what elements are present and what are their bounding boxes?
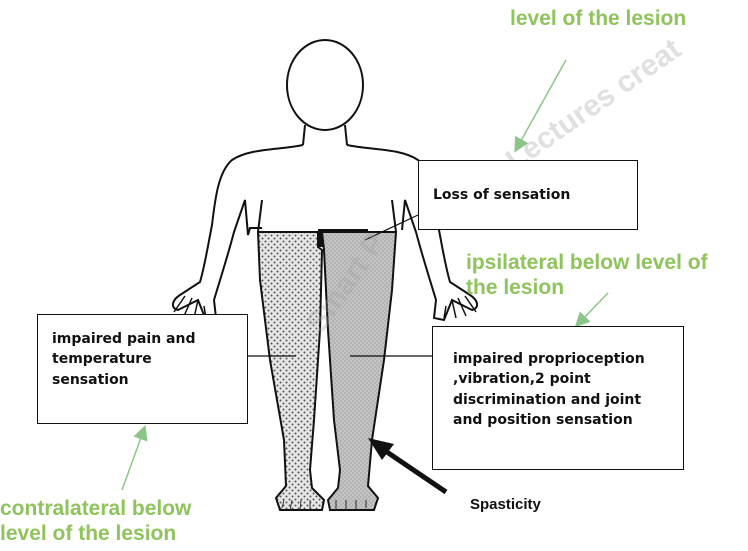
pain-box-line2: temperature: [52, 349, 247, 369]
impaired-proprioception-box: impaired proprioception ,vibration,2 poi…: [432, 326, 684, 470]
pain-box-line3: sensation: [52, 370, 247, 390]
green-arrow-contra: [122, 432, 143, 490]
prop-box-line2: ,vibration,2 point: [453, 369, 683, 389]
impaired-pain-box: impaired pain and temperature sensation: [37, 314, 248, 424]
green-label-contra-line2: level of the lesion: [0, 521, 191, 546]
stippled-leg: [258, 232, 324, 510]
spasticity-label: Spasticity: [470, 496, 541, 513]
green-label-contralateral: contralateral below level of the lesion: [0, 496, 191, 546]
pain-box-line1: impaired pain and: [52, 329, 247, 349]
loss-of-sensation-text: Loss of sensation: [433, 185, 570, 205]
head: [287, 40, 363, 130]
green-label-ipsi-line2: the lesion: [466, 275, 708, 300]
green-label-contra-line1: contralateral below: [0, 496, 191, 521]
green-label-top: level of the lesion: [510, 6, 686, 31]
prop-box-line4: and position sensation: [453, 410, 683, 430]
green-label-ipsilateral: ipsilateral below level of the lesion: [466, 250, 708, 300]
loss-of-sensation-box: Loss of sensation: [418, 160, 638, 230]
torso-sides: [258, 200, 396, 232]
prop-box-line3: discrimination and joint: [453, 390, 683, 410]
green-label-ipsi-line1: ipsilateral below level of: [466, 250, 708, 275]
prop-box-line1: impaired proprioception: [453, 349, 683, 369]
